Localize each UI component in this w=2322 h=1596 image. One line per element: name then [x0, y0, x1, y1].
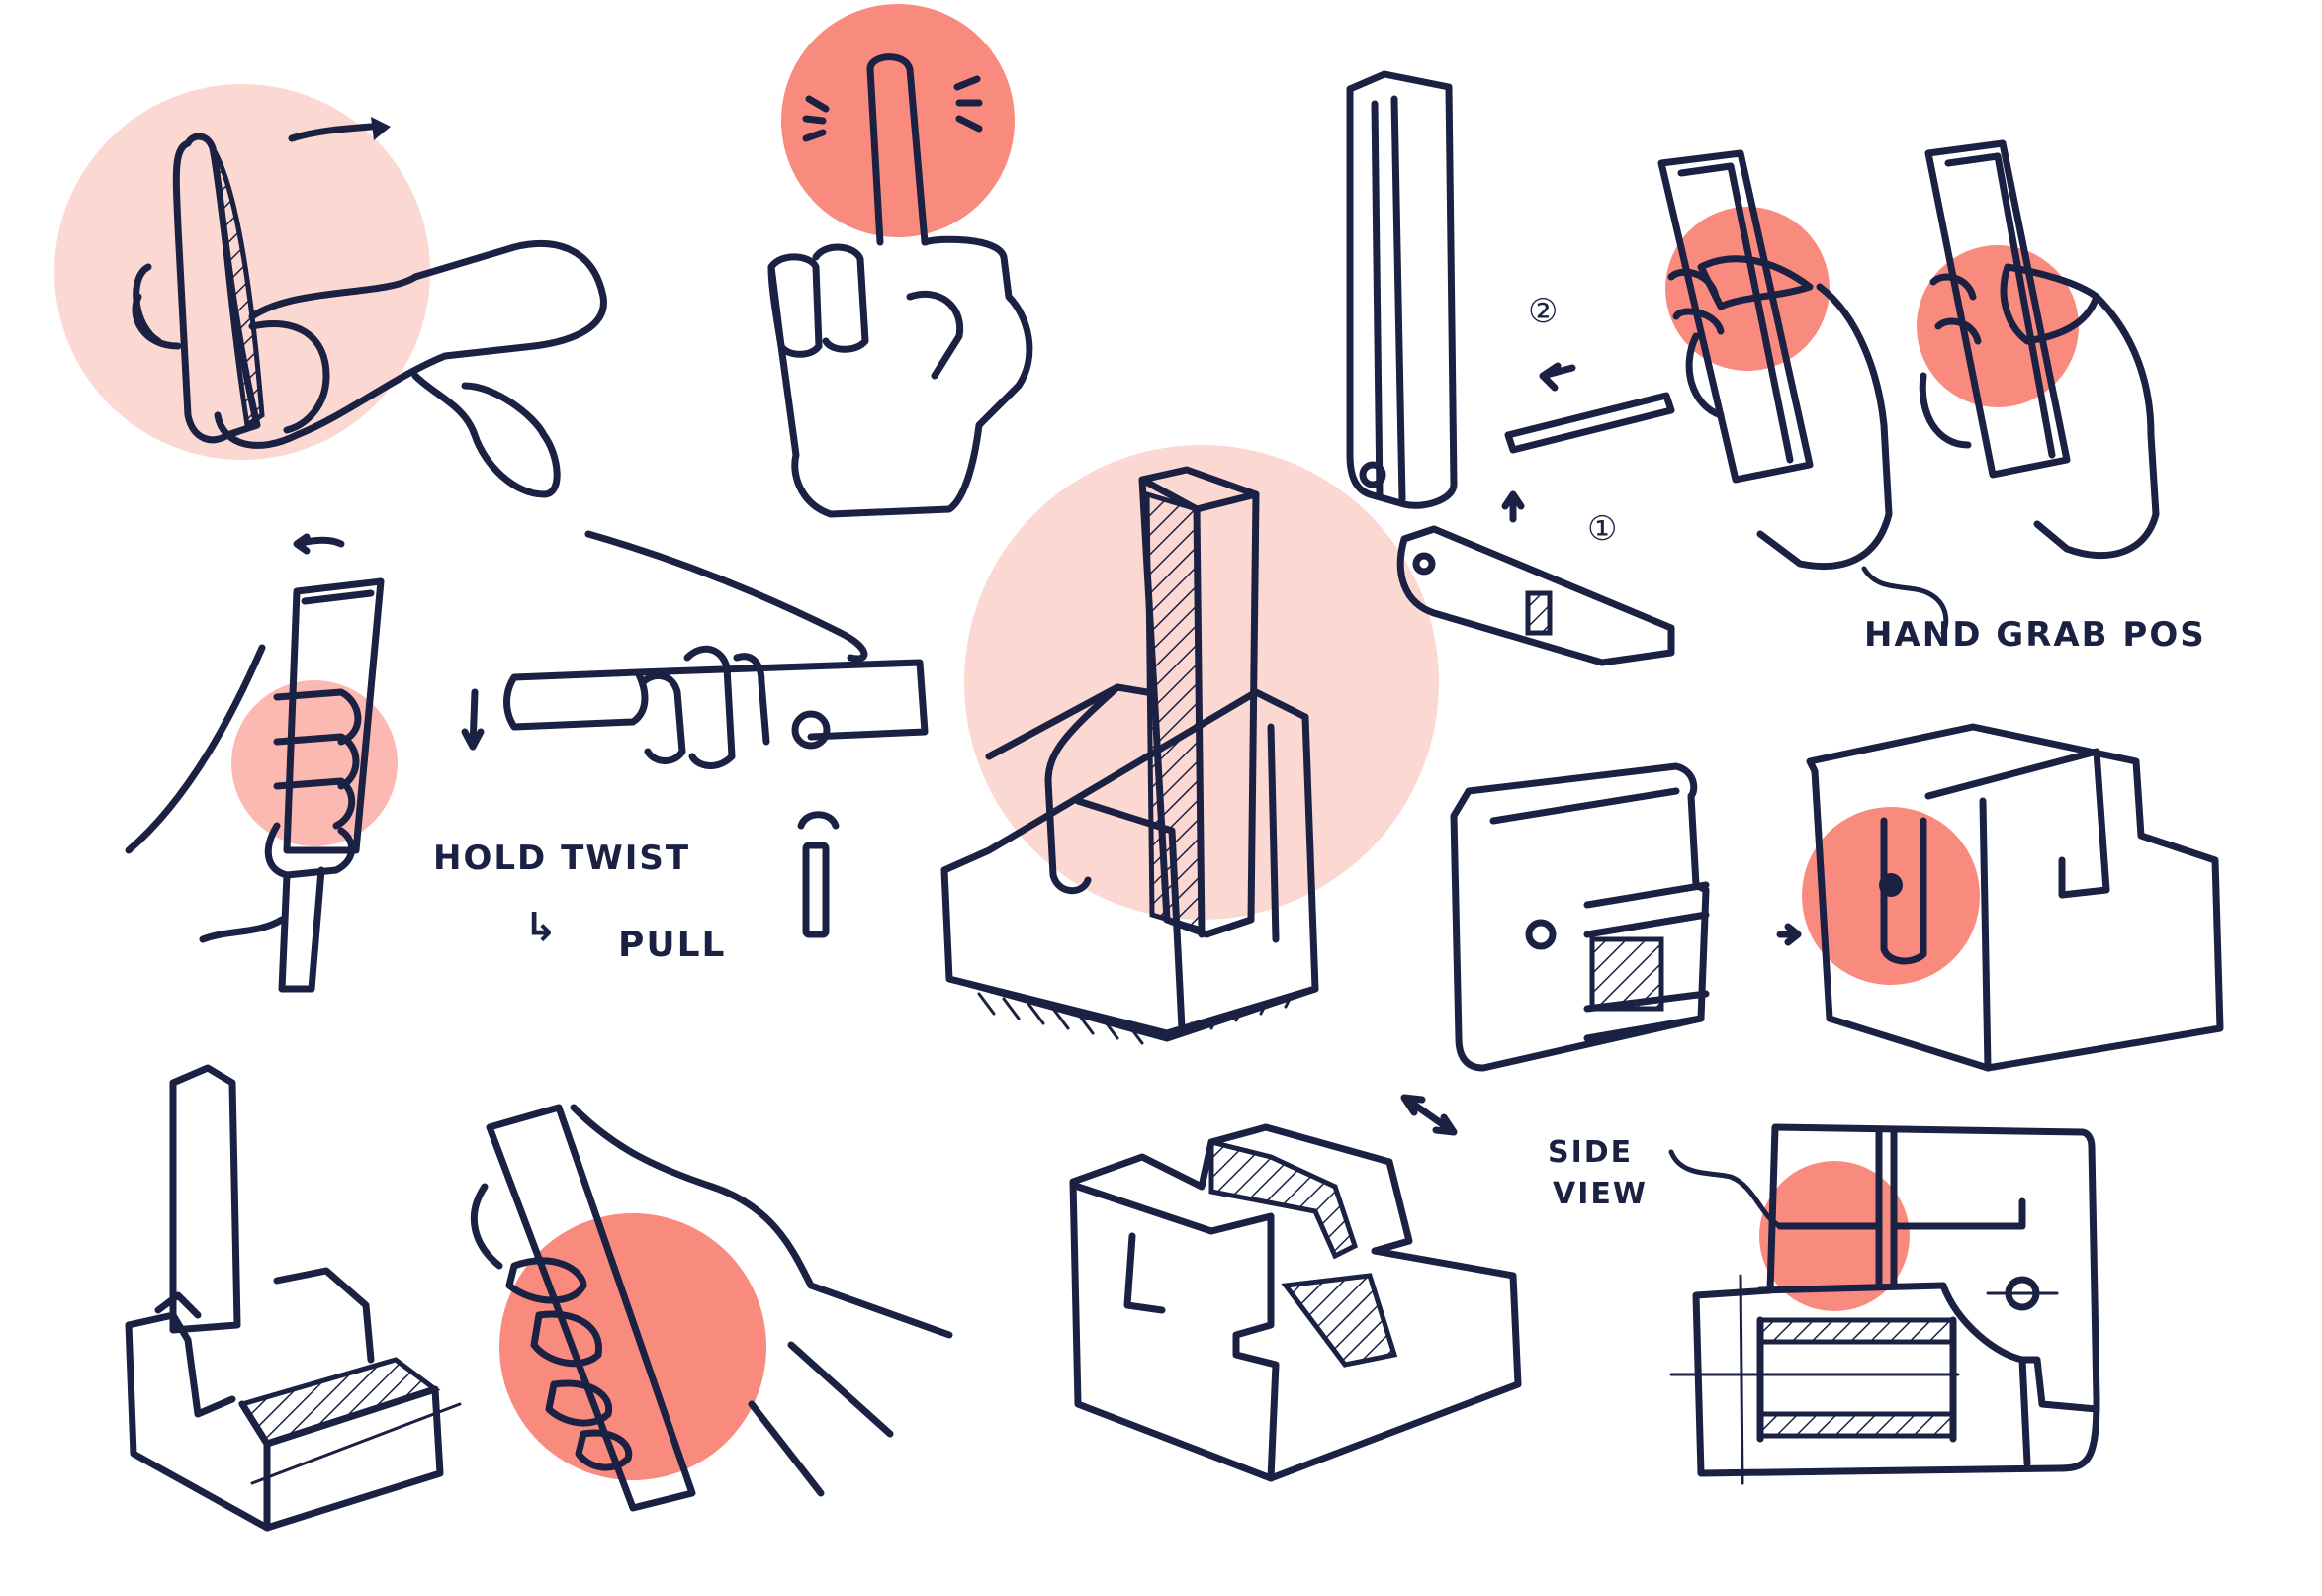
- step-two-marker: ②: [1528, 292, 1561, 331]
- hand-wrap-grip-sketch: [470, 1104, 953, 1512]
- isometric-block-sketch: [1069, 1094, 1522, 1482]
- side-view-sketch: [1668, 1123, 2100, 1485]
- pull-label: PULL: [618, 925, 727, 965]
- exploded-assembly-sketch: [1346, 70, 1675, 666]
- hand-grab-pos-sketch: [1657, 139, 2160, 636]
- base-with-lever-sketch: [125, 1064, 462, 1532]
- pull-arrow-icon: ↳: [524, 905, 560, 950]
- latch-block-sketch: [1450, 723, 2224, 1072]
- thumb-flip-hand-sketch: [132, 117, 607, 498]
- step-one-marker: ①: [1587, 509, 1620, 549]
- pull-handle-hand-sketch: [461, 530, 929, 938]
- hold-twist-grip-sketch: [125, 533, 385, 993]
- hand-grab-pos-label: HAND GRAB POS: [1864, 615, 2206, 655]
- hold-twist-label: HOLD TWIST: [433, 839, 691, 878]
- side-view-label-line1: SIDE: [1548, 1135, 1634, 1170]
- side-view-label-line2: VIEW: [1553, 1177, 1648, 1211]
- handle-block-sketch: [940, 466, 1319, 1045]
- finger-press-hand-sketch: [767, 53, 1033, 518]
